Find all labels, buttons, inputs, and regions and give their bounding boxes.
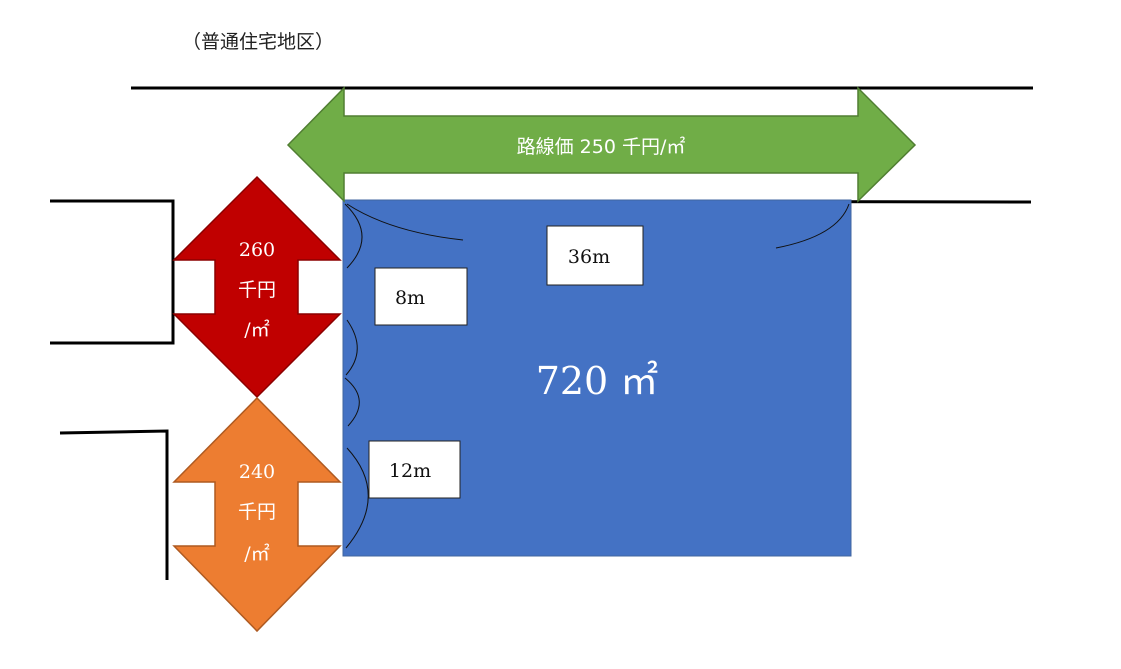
- dimension-box-side-upper: 8m: [374, 267, 468, 326]
- district-label: （普通住宅地区）: [182, 31, 334, 53]
- arc-left-top: [344, 203, 363, 269]
- lot-area-label: 720 ㎡: [536, 359, 659, 403]
- dimension-arcs: [344, 203, 850, 549]
- dimension-side-lower: 12m: [389, 460, 431, 482]
- dimension-frontage: 36m: [568, 246, 610, 268]
- arc-top-left: [346, 203, 464, 241]
- side-road-upper-unit: 千円: [238, 279, 276, 301]
- dimension-box-side-lower: 12m: [368, 440, 461, 499]
- arc-top-right: [775, 203, 850, 249]
- side-road-lower-outline: [59, 429, 169, 580]
- dimension-box-frontage: 36m: [546, 225, 644, 286]
- side-road-upper-outline: [50, 199, 175, 345]
- dimension-side-upper: 8m: [395, 287, 425, 309]
- front-road-arrow: [286, 86, 917, 203]
- side-road-lower-price: 240: [239, 461, 275, 483]
- arc-left-middle: [345, 319, 358, 376]
- arc-left-bottom: [345, 447, 369, 549]
- side-road-upper-per-sqm: /㎡: [244, 318, 269, 341]
- side-road-lower-per-sqm: /㎡: [244, 542, 269, 565]
- side-road-lower-unit: 千円: [238, 501, 276, 523]
- side-road-upper-price: 260: [239, 239, 275, 261]
- front-road-label: 路線価 250 千円/㎡: [517, 135, 686, 158]
- side-road-lower-arrow: [172, 396, 342, 633]
- arc-left-middle-2: [344, 377, 360, 427]
